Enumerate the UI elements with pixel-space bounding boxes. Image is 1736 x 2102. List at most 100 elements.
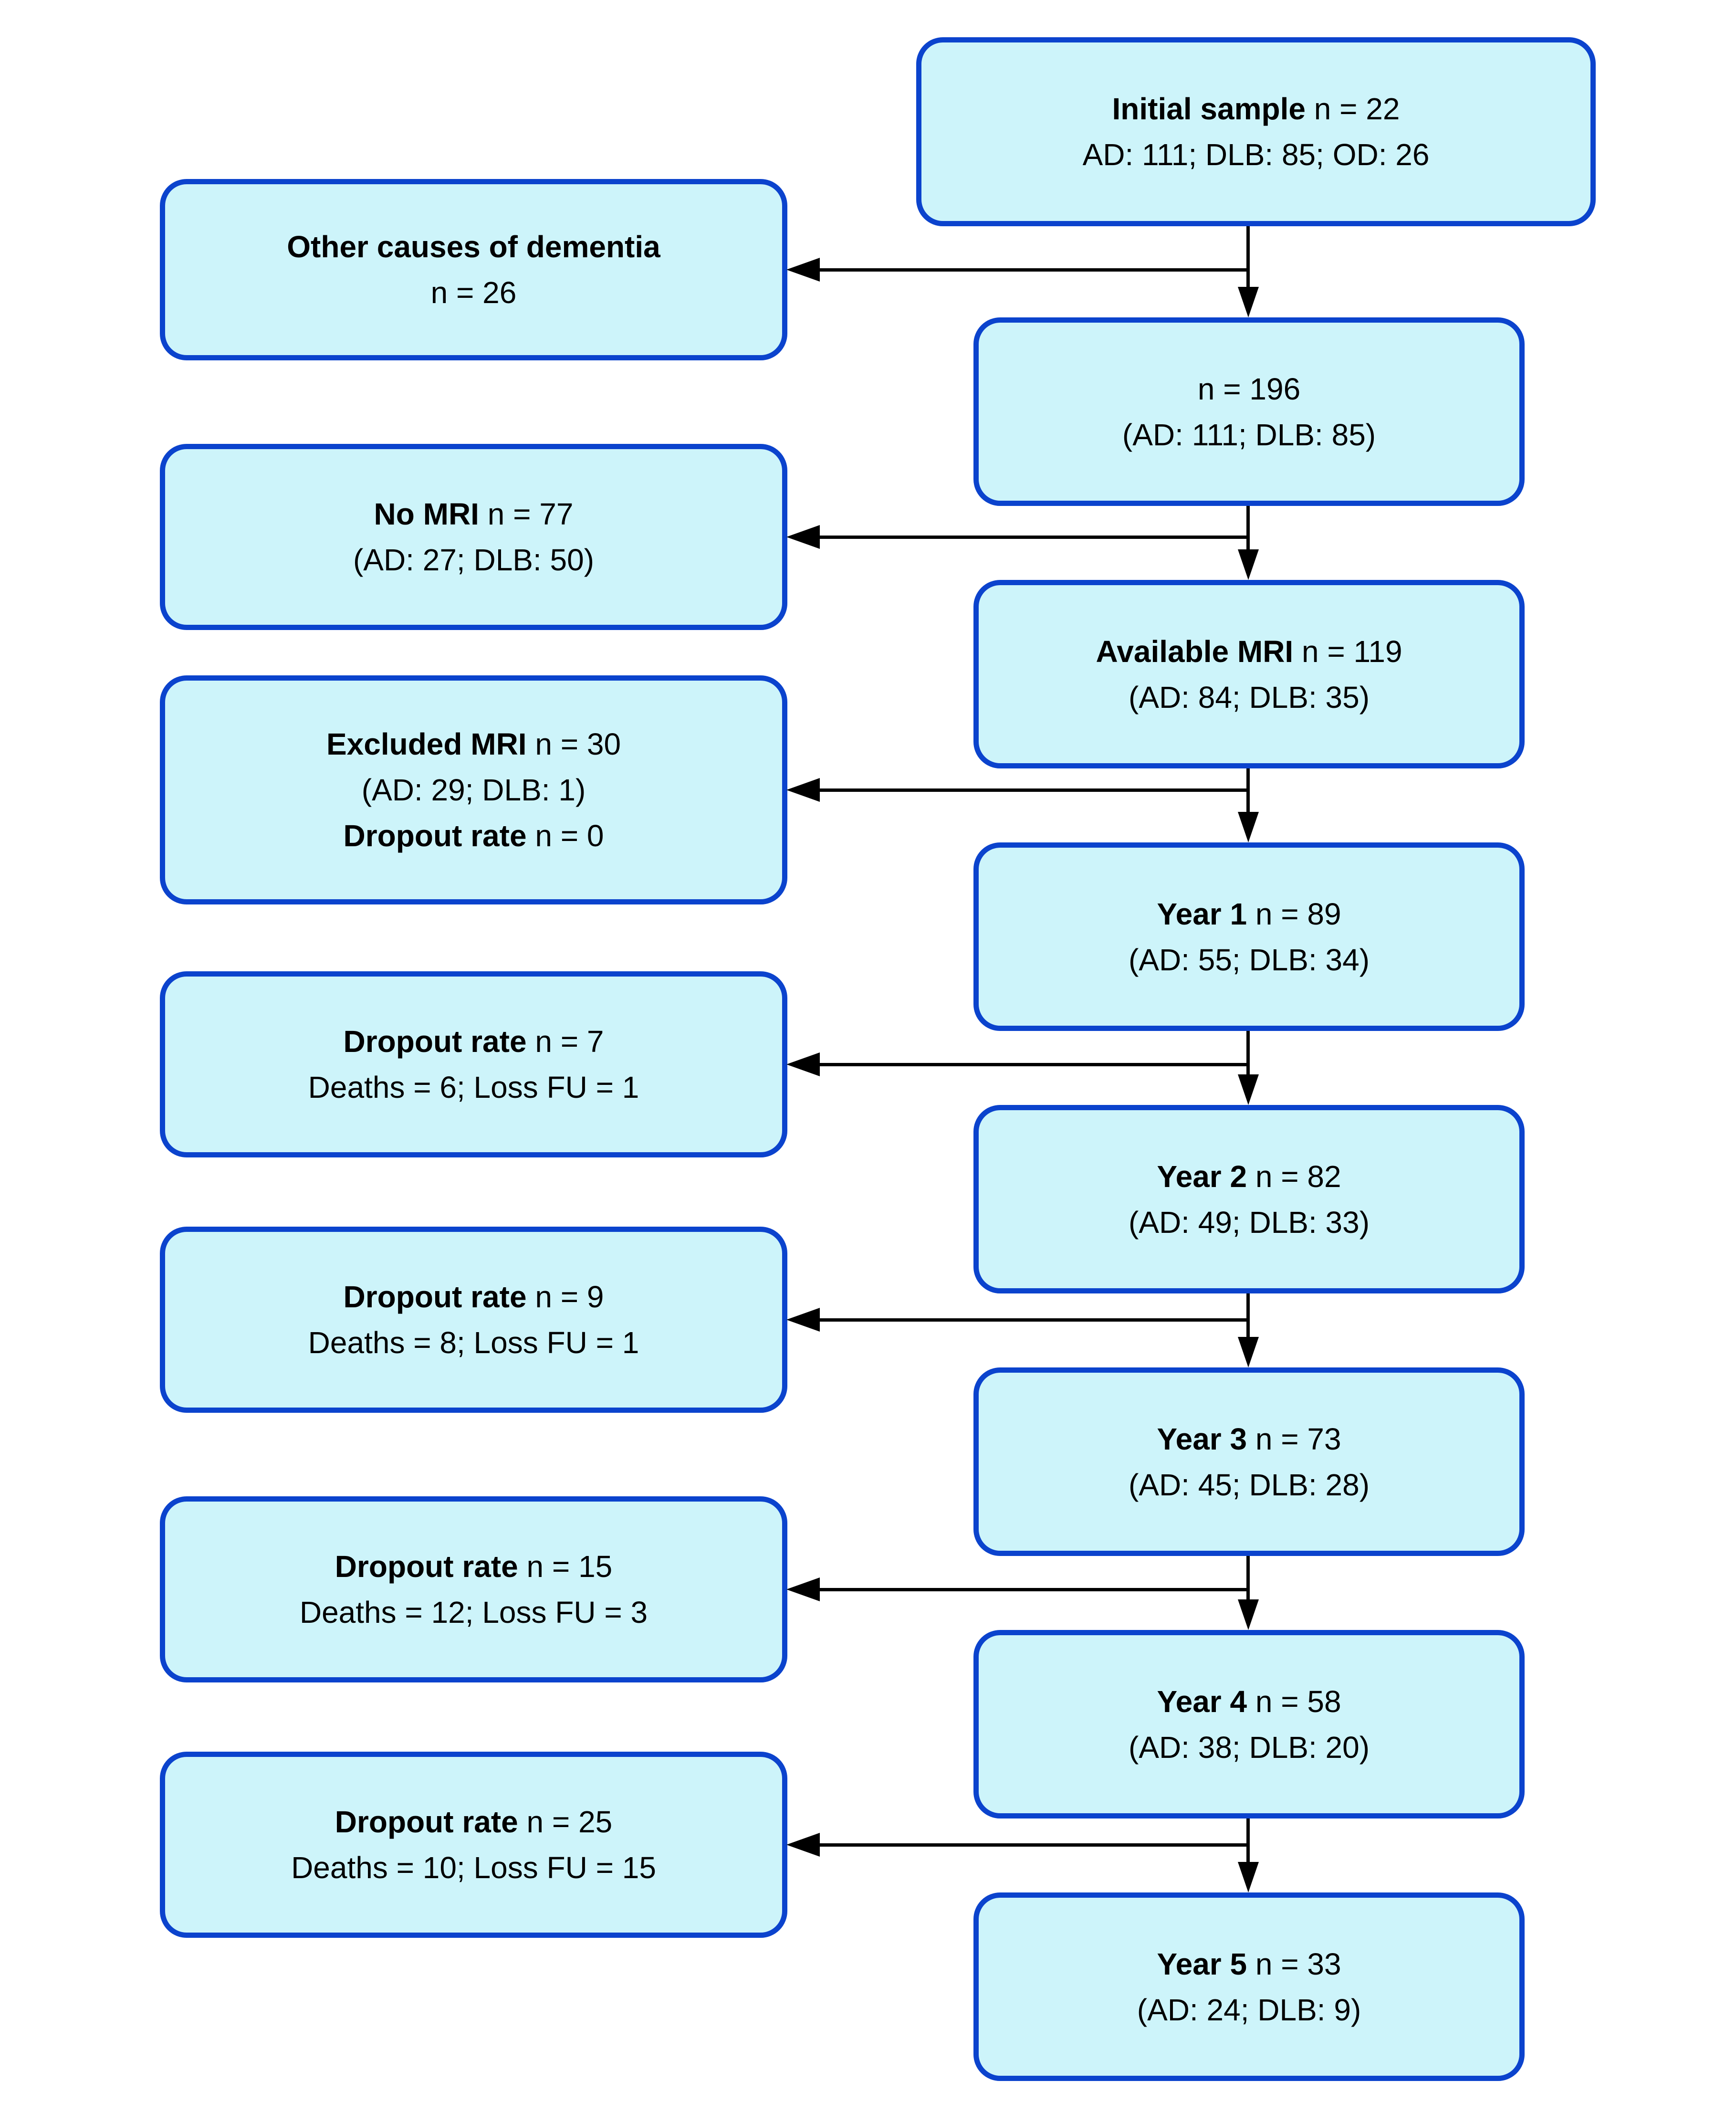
- box-text-bold: Dropout rate: [343, 1024, 527, 1059]
- branch-line-other-causes: [818, 268, 1250, 272]
- box-text-bold: Dropout rate: [335, 1805, 518, 1839]
- box-text-line: (AD: 49; DLB: 33): [1129, 1199, 1370, 1245]
- box-text-bold: Year 4: [1157, 1684, 1247, 1719]
- branch-line-no-mri: [818, 536, 1250, 539]
- box-text-line: Available MRI n = 119: [1096, 629, 1402, 674]
- left-arrowhead-icon: [786, 1308, 820, 1332]
- box-text-line: Deaths = 10; Loss FU = 15: [291, 1845, 656, 1891]
- down-arrowhead-icon: [1238, 812, 1259, 842]
- box-excluded-mri: Excluded MRI n = 30 (AD: 29; DLB: 1) Dro…: [160, 675, 787, 904]
- branch-line-excluded-mri: [818, 788, 1250, 792]
- box-text-line: (AD: 24; DLB: 9): [1137, 1987, 1361, 2033]
- box-text-regular: n = 25: [518, 1805, 613, 1839]
- down-arrowhead-icon: [1238, 1074, 1259, 1105]
- box-after-exclusion: n = 196 (AD: 111; DLB: 85): [973, 317, 1525, 506]
- down-arrowhead-icon: [1238, 549, 1259, 580]
- box-text-line: Year 3 n = 73: [1157, 1416, 1341, 1462]
- box-text-bold: Year 1: [1157, 896, 1247, 931]
- box-dropout-year-2: Dropout rate n = 9 Deaths = 8; Loss FU =…: [160, 1227, 787, 1413]
- box-text-bold: Dropout rate: [343, 819, 527, 853]
- box-text-bold: Other causes of dementia: [287, 230, 660, 264]
- box-text-regular: n = 89: [1247, 896, 1341, 931]
- box-text-regular: n = 196: [1197, 371, 1301, 406]
- box-text-line: Excluded MRI n = 30: [326, 721, 621, 767]
- box-dropout-year-1: Dropout rate n = 7 Deaths = 6; Loss FU =…: [160, 971, 787, 1157]
- box-text-regular: AD: 111; DLB: 85; OD: 26: [1082, 137, 1430, 172]
- left-arrowhead-icon: [786, 525, 820, 549]
- box-text-regular: n = 73: [1247, 1421, 1341, 1456]
- box-text-bold: Dropout rate: [335, 1549, 518, 1584]
- left-arrowhead-icon: [786, 1577, 820, 1601]
- connector-line-196-to-available-mri: [1246, 506, 1250, 555]
- connector-line-initial-to-196: [1246, 226, 1250, 293]
- box-year-4: Year 4 n = 58 (AD: 38; DLB: 20): [973, 1630, 1525, 1818]
- box-text-line: Year 2 n = 82: [1157, 1154, 1341, 1199]
- box-text-line: Year 4 n = 58: [1157, 1679, 1341, 1724]
- box-text-bold: Year 2: [1157, 1159, 1247, 1194]
- left-arrowhead-icon: [786, 778, 820, 802]
- box-text-regular: (AD: 27; DLB: 50): [353, 543, 595, 577]
- box-available-mri: Available MRI n = 119 (AD: 84; DLB: 35): [973, 580, 1525, 768]
- box-text-regular: n = 30: [526, 727, 621, 761]
- box-text-line: (AD: 55; DLB: 34): [1129, 937, 1370, 983]
- box-text-line: Dropout rate n = 9: [344, 1274, 604, 1320]
- down-arrowhead-icon: [1238, 1599, 1259, 1630]
- box-initial-sample: Initial sample n = 22 AD: 111; DLB: 85; …: [916, 37, 1596, 226]
- left-arrowhead-icon: [786, 258, 820, 282]
- box-text-line: Deaths = 6; Loss FU = 1: [308, 1064, 639, 1110]
- box-year-5: Year 5 n = 33 (AD: 24; DLB: 9): [973, 1892, 1525, 2081]
- box-text-regular: (AD: 49; DLB: 33): [1128, 1205, 1370, 1240]
- box-text-regular: n = 82: [1247, 1159, 1341, 1194]
- box-text-regular: n = 33: [1247, 1946, 1341, 1981]
- box-text-line: Dropout rate n = 25: [335, 1799, 613, 1845]
- box-text-line: Deaths = 12; Loss FU = 3: [300, 1589, 648, 1635]
- box-text-regular: Deaths = 12; Loss FU = 3: [299, 1595, 648, 1629]
- box-text-line: Deaths = 8; Loss FU = 1: [308, 1320, 639, 1366]
- down-arrowhead-icon: [1238, 287, 1259, 317]
- box-text-regular: (AD: 24; DLB: 9): [1137, 1992, 1361, 2027]
- box-text-regular: n = 22: [1305, 92, 1400, 126]
- box-text-bold: Available MRI: [1096, 634, 1294, 669]
- box-year-3: Year 3 n = 73 (AD: 45; DLB: 28): [973, 1367, 1525, 1556]
- box-text-regular: Deaths = 8; Loss FU = 1: [308, 1325, 639, 1360]
- box-text-line: Dropout rate n = 15: [335, 1544, 613, 1589]
- box-text-line: Dropout rate n = 0: [344, 813, 604, 859]
- box-text-regular: n = 77: [479, 497, 574, 531]
- box-text-line: Year 1 n = 89: [1157, 891, 1341, 937]
- box-text-bold: Year 3: [1157, 1421, 1247, 1456]
- box-dropout-year-3: Dropout rate n = 15 Deaths = 12; Loss FU…: [160, 1496, 787, 1682]
- down-arrowhead-icon: [1238, 1862, 1259, 1892]
- branch-line-dropout-year-4: [818, 1843, 1250, 1847]
- box-text-bold: No MRI: [374, 497, 479, 531]
- box-text-line: Other causes of dementia: [287, 224, 660, 270]
- box-dropout-year-4: Dropout rate n = 25 Deaths = 10; Loss FU…: [160, 1752, 787, 1938]
- box-text-regular: n = 9: [526, 1280, 604, 1314]
- box-text-line: (AD: 38; DLB: 20): [1129, 1724, 1370, 1770]
- connector-line-year-3-to-year-4: [1246, 1556, 1250, 1605]
- connector-line-year-1-to-year-2: [1246, 1031, 1250, 1080]
- box-year-2: Year 2 n = 82 (AD: 49; DLB: 33): [973, 1105, 1525, 1293]
- down-arrowhead-icon: [1238, 1337, 1259, 1367]
- box-text-line: No MRI n = 77: [374, 491, 574, 537]
- box-text-regular: (AD: 45; DLB: 28): [1128, 1467, 1370, 1502]
- box-text-line: n = 26: [431, 270, 517, 315]
- box-text-line: (AD: 45; DLB: 28): [1129, 1462, 1370, 1508]
- left-arrowhead-icon: [786, 1052, 820, 1076]
- box-text-line: (AD: 84; DLB: 35): [1129, 674, 1370, 720]
- box-text-regular: n = 119: [1293, 634, 1402, 669]
- box-text-line: Year 5 n = 33: [1157, 1941, 1341, 1987]
- box-text-regular: n = 0: [526, 819, 604, 853]
- box-text-line: Initial sample n = 22: [1112, 86, 1400, 132]
- box-text-regular: Deaths = 6; Loss FU = 1: [308, 1070, 639, 1104]
- connector-line-available-mri-to-year-1: [1246, 768, 1250, 818]
- branch-line-dropout-year-3: [818, 1588, 1250, 1591]
- box-year-1: Year 1 n = 89 (AD: 55; DLB: 34): [973, 842, 1525, 1031]
- box-text-bold: Excluded MRI: [326, 727, 527, 761]
- box-text-line: AD: 111; DLB: 85; OD: 26: [1083, 132, 1430, 178]
- box-text-regular: n = 7: [526, 1024, 604, 1059]
- box-text-regular: n = 26: [430, 275, 517, 310]
- box-other-causes-of-dementia: Other causes of dementia n = 26: [160, 179, 787, 360]
- box-text-bold: Initial sample: [1112, 92, 1306, 126]
